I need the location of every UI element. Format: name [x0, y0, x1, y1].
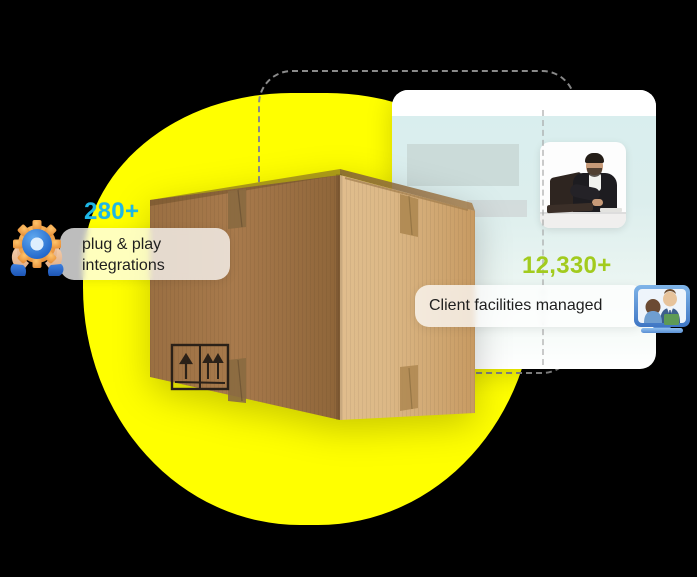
stat-integrations-label-line1: plug & play: [82, 236, 162, 253]
card-placeholder-block-large: [407, 144, 519, 186]
this-side-up-fragile-label: [170, 343, 230, 391]
gear-in-hands-icon: [6, 216, 68, 278]
card-placeholder-block-small: [467, 200, 527, 217]
stat-client-facilities-number: 12,330+: [522, 252, 612, 279]
photo-person-beard: [587, 168, 602, 177]
stat-client-facilities-pill: Client facilities managed: [415, 285, 645, 327]
photo-person-hair: [585, 153, 604, 163]
card-top-bar: [392, 90, 656, 116]
video-meeting-icon: [631, 283, 693, 335]
stat-integrations-number: 280+: [84, 198, 140, 225]
stat-client-facilities-label: Client facilities managed: [429, 297, 603, 314]
photo-desk: [540, 212, 626, 228]
stat-integrations-pill: plug & play integrations: [60, 228, 230, 280]
photo-person-hand: [592, 199, 603, 206]
photo-papers: [600, 208, 622, 212]
man-working-on-laptop-photo: [540, 142, 626, 228]
stat-integrations-label-line2: integrations: [82, 257, 165, 274]
stat-integrations-label: plug & play integrations: [82, 234, 216, 276]
frame-divider-line: [542, 110, 544, 365]
